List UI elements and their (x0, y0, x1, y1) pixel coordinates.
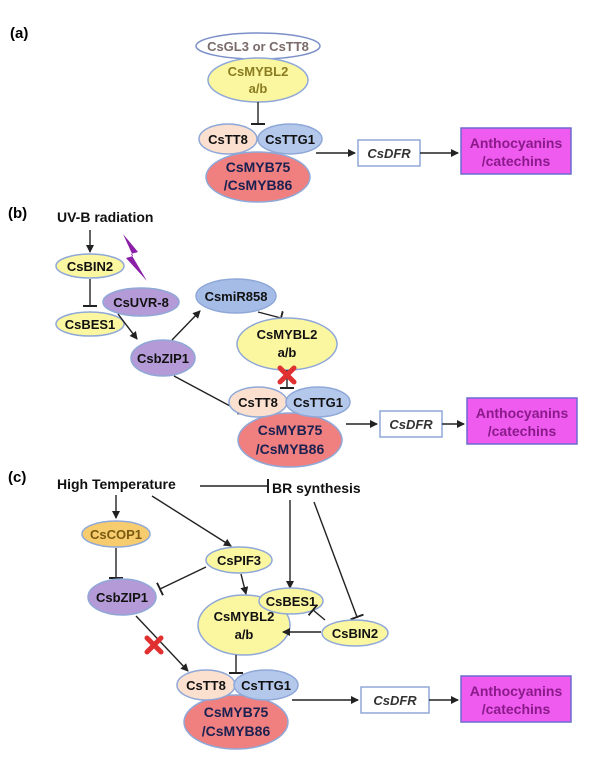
svg-text:CsMYB75: CsMYB75 (226, 159, 291, 175)
svg-text:CsbZIP1: CsbZIP1 (96, 590, 148, 605)
svg-text:Anthocyanins: Anthocyanins (476, 405, 569, 421)
svg-text:CsCOP1: CsCOP1 (90, 527, 142, 542)
node-b-ttg1: CsTTG1 (285, 386, 351, 418)
svg-text:CsPIF3: CsPIF3 (217, 553, 261, 568)
svg-text:CsTTG1: CsTTG1 (293, 395, 343, 410)
svg-text:CsDFR: CsDFR (389, 417, 433, 432)
label-c-br-synthesis: BR synthesis (272, 480, 361, 496)
svg-text:Anthocyanins: Anthocyanins (470, 135, 563, 151)
arrow-c-hightemp-pif3 (151, 495, 232, 547)
node-c-cop1: CsCOP1 (81, 520, 151, 548)
node-a-gl3-tt8: CsGL3 or CsTT8 (195, 32, 321, 60)
node-b-myb75: CsMYB75 /CsMYB86 (237, 412, 343, 468)
node-b-bin2: CsBIN2 (55, 253, 125, 279)
svg-text:/CsMYB86: /CsMYB86 (256, 441, 325, 457)
svg-text:CsMYB75: CsMYB75 (258, 422, 323, 438)
node-b-product: Anthocyanins /catechins (466, 397, 578, 445)
node-c-bin2: CsBIN2 (321, 619, 389, 647)
svg-text:CsmiR858: CsmiR858 (205, 289, 268, 304)
node-a-tt8: CsTT8 (198, 123, 258, 155)
svg-text:a/b: a/b (235, 627, 254, 642)
blocked-cross-icon (144, 635, 164, 655)
svg-text:CsBIN2: CsBIN2 (67, 259, 113, 274)
svg-text:CsBES1: CsBES1 (266, 594, 317, 609)
inhibit-c-br-bin2 (313, 501, 364, 621)
node-b-dfr: CsDFR (379, 410, 443, 438)
lightning-bolt-icon (123, 234, 147, 281)
svg-text:Anthocyanins: Anthocyanins (470, 683, 563, 699)
node-b-tt8: CsTT8 (228, 386, 288, 418)
arrow-c-pif3-mybl2 (240, 573, 249, 595)
svg-text:CsGL3 or CsTT8: CsGL3 or CsTT8 (207, 39, 309, 54)
inhibit-b-mir858-mybl2 (257, 310, 284, 326)
svg-text:CsDFR: CsDFR (367, 146, 411, 161)
node-b-mir858: CsmiR858 (195, 278, 277, 314)
svg-text:CsTT8: CsTT8 (208, 132, 248, 147)
svg-text:/catechins: /catechins (488, 423, 557, 439)
node-a-product: Anthocyanins /catechins (460, 127, 572, 175)
svg-text:CsbZIP1: CsbZIP1 (137, 351, 189, 366)
svg-text:CsBES1: CsBES1 (65, 317, 116, 332)
node-c-product: Anthocyanins /catechins (460, 675, 572, 723)
inhibit-c-bin2-bes1 (307, 603, 326, 621)
node-b-bzip1: CsbZIP1 (130, 339, 196, 377)
node-c-dfr: CsDFR (360, 686, 430, 714)
blocked-cross-icon (277, 365, 297, 385)
panel-label-b: (b) (8, 205, 27, 222)
arrow-b-bes1-bzip1 (117, 313, 138, 340)
svg-text:/CsMYB86: /CsMYB86 (202, 723, 271, 739)
node-a-dfr: CsDFR (357, 139, 421, 167)
svg-text:CsMYBL2: CsMYBL2 (214, 609, 275, 624)
node-c-myb75: CsMYB75 /CsMYB86 (183, 694, 289, 750)
panel-label-c: (c) (8, 469, 26, 486)
svg-text:CsBIN2: CsBIN2 (332, 626, 378, 641)
svg-text:/catechins: /catechins (482, 701, 551, 717)
node-c-bes1: CsBES1 (258, 587, 324, 615)
node-c-bzip1: CsbZIP1 (87, 578, 157, 616)
svg-text:CsTTG1: CsTTG1 (265, 132, 315, 147)
node-c-pif3: CsPIF3 (205, 546, 273, 574)
svg-text:/catechins: /catechins (482, 153, 551, 169)
panel-label-a: (a) (10, 25, 28, 42)
svg-text:CsMYBL2: CsMYBL2 (228, 64, 289, 79)
arrow-c-bzip1-complex (135, 615, 189, 672)
node-b-uvr8: CsUVR-8 (102, 287, 180, 317)
inhibit-c-pif3-bzip1 (156, 566, 207, 596)
node-b-mybl2: CsMYBL2 a/b (236, 317, 338, 371)
node-a-mybl2: CsMYBL2 a/b (207, 57, 309, 103)
svg-text:CsDFR: CsDFR (373, 693, 417, 708)
svg-text:a/b: a/b (278, 345, 297, 360)
node-a-ttg1: CsTTG1 (257, 123, 323, 155)
arrow-b-bzip1-mir858 (171, 310, 201, 341)
node-c-tt8: CsTT8 (176, 669, 236, 701)
node-b-bes1: CsBES1 (55, 311, 125, 337)
svg-text:CsMYB75: CsMYB75 (204, 704, 269, 720)
svg-text:/CsMYB86: /CsMYB86 (224, 177, 293, 193)
svg-text:CsTTG1: CsTTG1 (241, 678, 291, 693)
node-c-ttg1: CsTTG1 (233, 669, 299, 701)
label-b-uvb: UV-B radiation (57, 209, 153, 225)
svg-text:CsTT8: CsTT8 (186, 678, 226, 693)
svg-text:CsTT8: CsTT8 (238, 395, 278, 410)
svg-text:CsUVR-8: CsUVR-8 (113, 295, 169, 310)
svg-text:CsMYBL2: CsMYBL2 (257, 327, 318, 342)
node-a-myb75: CsMYB75 /CsMYB86 (205, 151, 311, 203)
label-c-hightemp: High Temperature (57, 476, 176, 492)
svg-text:a/b: a/b (249, 81, 268, 96)
